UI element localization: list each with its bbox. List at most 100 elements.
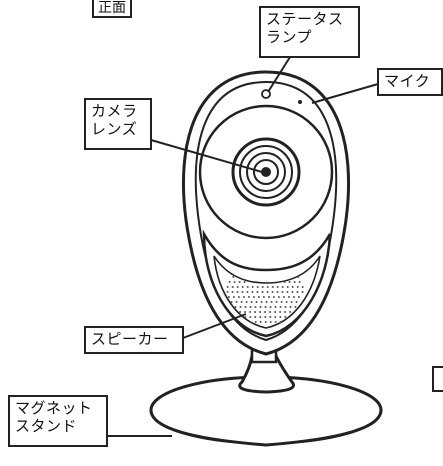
speaker-dot [287, 296, 290, 298]
speaker-dot [241, 286, 244, 288]
speaker-dot [249, 316, 252, 318]
leader-camera-lens [150, 139, 263, 173]
speaker-dot [227, 296, 230, 298]
speaker-dot [228, 281, 231, 283]
speaker-dot [259, 321, 262, 323]
lens-ring-3 [246, 152, 286, 192]
speaker-dot [271, 291, 274, 293]
speaker-dot [285, 301, 288, 303]
magnet-stand-base-rim [149, 409, 383, 447]
speaker-dot [246, 291, 249, 293]
speaker-dot [226, 291, 229, 293]
callout-microphone: マイク [377, 68, 443, 96]
speaker-dot [266, 286, 269, 288]
speaker-dot [269, 311, 272, 313]
speaker-dot [226, 286, 229, 288]
callout-magnet-stand: マグネット スタンド [8, 395, 108, 447]
speaker-dot [256, 286, 259, 288]
speaker-dot [274, 311, 277, 313]
speaker-dot [231, 286, 234, 288]
speaker-dot [260, 301, 263, 303]
speaker-dot [274, 316, 277, 318]
speaker-dot [298, 281, 301, 283]
speaker-dot [267, 296, 270, 298]
speaker-dot [240, 301, 243, 303]
speaker-dot [236, 286, 239, 288]
speaker-dot [284, 311, 287, 313]
edge-callout-fragment [432, 366, 443, 392]
speaker-dot [257, 296, 260, 298]
callout-status-lamp: ステータス ランプ [259, 6, 360, 58]
speaker-dot [279, 321, 282, 323]
speaker-dot [239, 306, 242, 308]
speaker-dot [272, 296, 275, 298]
speaker-dot [301, 286, 304, 288]
speaker-dot [269, 316, 272, 318]
speaker-dot [254, 306, 257, 308]
speaker-dot [249, 306, 252, 308]
speaker-dot [290, 301, 293, 303]
speaker-dot [297, 276, 300, 278]
microphone-hole [298, 100, 302, 104]
speaker-dot [247, 296, 250, 298]
speaker-dot [276, 291, 279, 293]
speaker-dot [233, 281, 236, 283]
callout-camera-lens: カメラ レンズ [84, 98, 152, 150]
speaker-dot [282, 296, 285, 298]
speaker-dot [276, 286, 279, 288]
speaker-dot [244, 306, 247, 308]
speaker-dot [269, 321, 272, 323]
speaker-dots [226, 276, 304, 323]
leader-microphone [311, 83, 379, 104]
speaker-dot [252, 296, 255, 298]
speaker-dot [249, 311, 252, 313]
speaker-dot [261, 286, 264, 288]
speaker-dot [291, 286, 294, 288]
speaker-dot [245, 301, 248, 303]
speaker-dot [265, 301, 268, 303]
speaker-dot [264, 316, 267, 318]
speaker-dot [238, 281, 241, 283]
speaker-dot [289, 306, 292, 308]
speaker-dot [279, 316, 282, 318]
lens-ring-2 [239, 145, 293, 199]
speaker-dot [293, 281, 296, 283]
speaker-dot [264, 306, 267, 308]
speaker-dot [281, 291, 284, 293]
speaker-dot [292, 296, 295, 298]
speaker-dot [231, 291, 234, 293]
speaker-dot [244, 316, 247, 318]
speaker-dot [291, 291, 294, 293]
speaker-dot [243, 281, 246, 283]
speaker-dot [269, 306, 272, 308]
speaker-dot [254, 316, 257, 318]
speaker-dot [294, 306, 297, 308]
speaker-dot [242, 296, 245, 298]
speaker-dot [232, 296, 235, 298]
speaker-dot [274, 321, 277, 323]
speaker-dot [230, 301, 233, 303]
speaker-dot [232, 276, 235, 278]
speaker-dot [262, 296, 265, 298]
speaker-dot [241, 291, 244, 293]
speaker-dot [280, 301, 283, 303]
speaker-dot [284, 306, 287, 308]
speaker-dot [259, 306, 262, 308]
speaker-dot [254, 311, 257, 313]
speaker-dot [296, 286, 299, 288]
speaker-dot [281, 286, 284, 288]
speaker-dot [251, 291, 254, 293]
speaker-dot [283, 281, 286, 283]
speaker-dot [277, 296, 280, 298]
lens-center [261, 167, 271, 177]
speaker-dot [295, 301, 298, 303]
speaker-dot [254, 321, 257, 323]
speaker-dot [286, 286, 289, 288]
speaker-dot [264, 311, 267, 313]
speaker-dot [259, 316, 262, 318]
speaker-dot [235, 301, 238, 303]
speaker-dot [259, 311, 262, 313]
speaker-dot [289, 311, 292, 313]
